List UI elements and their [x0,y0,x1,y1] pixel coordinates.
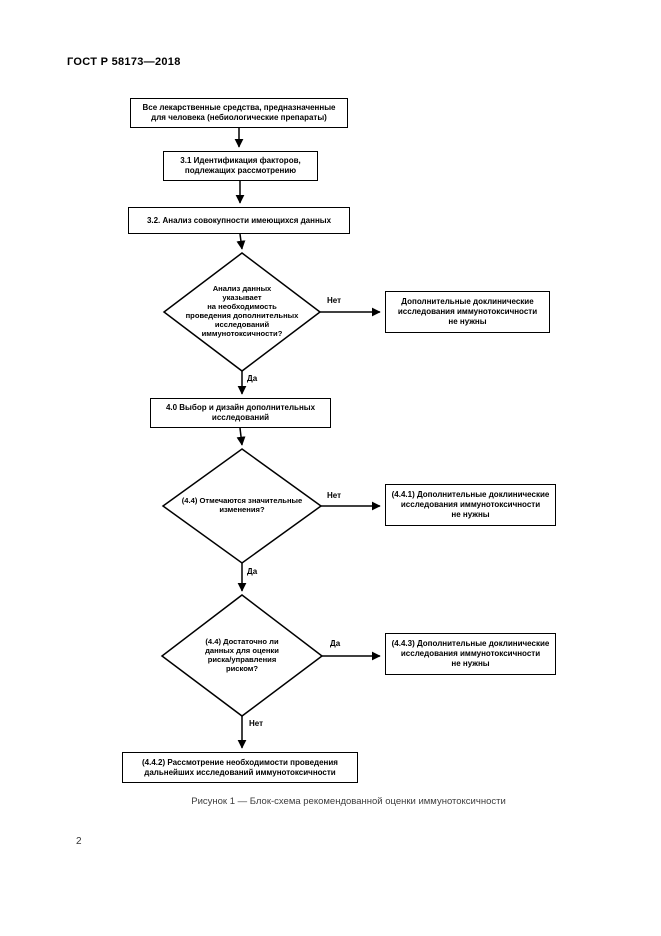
page-number: 2 [76,836,82,847]
decision-text-3: (4.4) Достаточно ли данных для оценки ри… [205,637,279,673]
branch-label-d2-yes: Да [247,567,258,576]
flowchart-box-4-4-3: (4.4.3) Дополнительные доклинические исс… [385,633,556,675]
branch-label-d1-yes: Да [247,374,258,383]
branch-label-d1-no: Нет [327,296,342,305]
arrow-32-to-d1 [236,233,246,250]
branch-label-d3-yes: Да [330,639,341,648]
flowchart-box-start: Все лекарственные средства, предназначен… [130,98,348,128]
flowchart-box-step-3-2: 3.2. Анализ совокупности имеющихся данны… [128,207,350,234]
decision-text-1: Анализ данных указывает на необходимость… [185,284,299,338]
branch-label-d3-no: Нет [249,719,264,728]
arrow-40-to-d2 [236,427,246,446]
flowchart-box-final-4-4-2: (4.4.2) Рассмотрение необходимости прове… [122,752,358,783]
flowchart-box-no-studies-needed: Дополнительные доклинические исследовани… [385,291,550,333]
branch-label-d2-no: Нет [327,491,342,500]
figure-caption: Рисунок 1 — Блок-схема рекомендованной о… [191,796,506,807]
flowchart-box-step-4-0: 4.0 Выбор и дизайн дополнительных исслед… [150,398,331,428]
flowchart-box-4-4-1: (4.4.1) Дополнительные доклинические исс… [385,484,556,526]
decision-text-2: (4.4) Отмечаются значительные изменения? [181,496,303,514]
document-header: ГОСТ Р 58173—2018 [67,56,181,68]
flowchart-box-step-3-1: 3.1 Идентификация факторов, подлежащих р… [163,151,318,181]
